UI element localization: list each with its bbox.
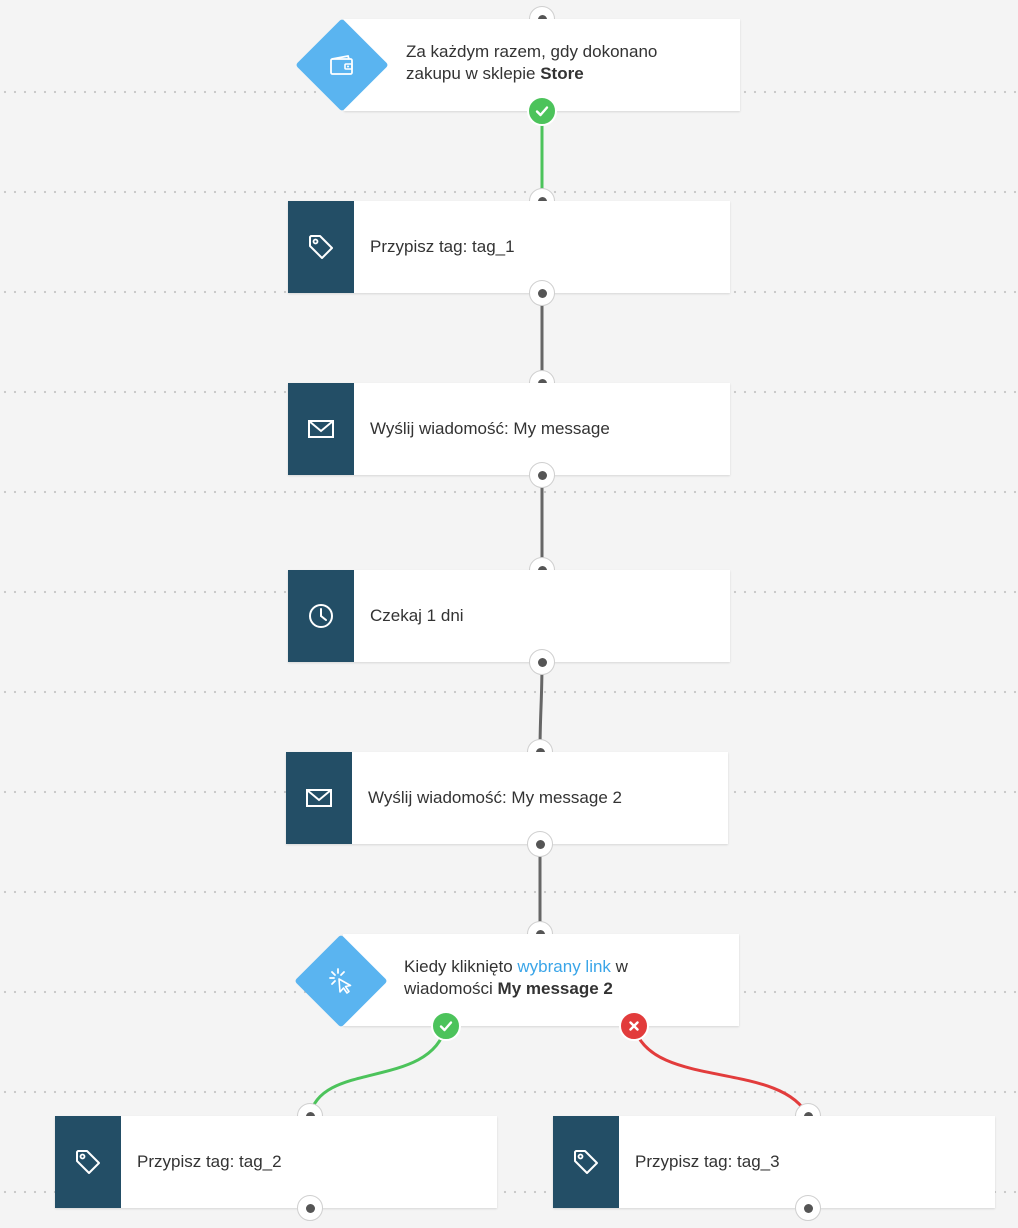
trigger-label: Za każdym razem, gdy dokonano zakupu w s… xyxy=(406,41,657,85)
step3-output-port[interactable] xyxy=(529,649,555,675)
step-icon-box xyxy=(288,570,354,662)
connector-no-branch xyxy=(632,1025,810,1117)
step-label: Wyślij wiadomość: My message 2 xyxy=(368,788,622,807)
step-node-assign-tag-1[interactable]: Przypisz tag: tag_1 xyxy=(288,201,730,293)
step-label: Przypisz tag: tag_3 xyxy=(635,1152,780,1171)
step-label: Wyślij wiadomość: My message xyxy=(370,419,610,438)
tag-icon xyxy=(309,235,333,259)
condition-line-1: Kiedy kliknięto xyxy=(404,957,518,976)
cursor-click-icon xyxy=(317,957,365,1005)
tag-icon xyxy=(574,1150,598,1174)
step-node-wait[interactable]: Czekaj 1 dni xyxy=(288,570,730,662)
condition-yes-badge xyxy=(431,1011,461,1041)
step-icon-box xyxy=(553,1116,619,1208)
condition-line-1-suffix: w xyxy=(610,957,628,976)
tag-icon xyxy=(76,1150,100,1174)
step-icon-box xyxy=(286,752,352,844)
envelope-icon xyxy=(308,420,334,438)
trigger-line-2: zakupu w sklepie xyxy=(406,64,541,83)
trigger-line-1: Za każdym razem, gdy dokonano xyxy=(406,42,658,61)
step-label: Czekaj 1 dni xyxy=(370,606,464,625)
condition-line-2: wiadomości xyxy=(404,979,498,998)
step-label: Przypisz tag: tag_1 xyxy=(370,237,515,256)
condition-message-name: My message 2 xyxy=(497,979,613,998)
step-label: Przypisz tag: tag_2 xyxy=(137,1152,282,1171)
step-icon-box xyxy=(55,1116,121,1208)
step-icon-box xyxy=(288,201,354,293)
step4-output-port[interactable] xyxy=(527,831,553,857)
step-icon-box xyxy=(288,383,354,475)
no-branch-output-port[interactable] xyxy=(795,1195,821,1221)
clock-icon xyxy=(309,604,333,628)
step-node-send-message[interactable]: Wyślij wiadomość: My message xyxy=(288,383,730,475)
condition-label: Kiedy kliknięto wybrany link w wiadomośc… xyxy=(404,956,628,1000)
wallet-icon xyxy=(318,41,366,89)
step-node-assign-tag-2[interactable]: Przypisz tag: tag_2 xyxy=(55,1116,497,1208)
envelope-icon xyxy=(306,789,332,807)
condition-no-badge xyxy=(619,1011,649,1041)
step1-output-port[interactable] xyxy=(529,280,555,306)
step-node-send-message-2[interactable]: Wyślij wiadomość: My message 2 xyxy=(286,752,728,844)
trigger-node[interactable]: Za każdym razem, gdy dokonano zakupu w s… xyxy=(344,19,740,111)
trigger-store-name: Store xyxy=(540,64,584,83)
trigger-success-badge xyxy=(527,96,557,126)
step-node-assign-tag-3[interactable]: Przypisz tag: tag_3 xyxy=(553,1116,995,1208)
condition-node[interactable]: Kiedy kliknięto wybrany link w wiadomośc… xyxy=(343,934,739,1026)
condition-link[interactable]: wybrany link xyxy=(517,957,611,976)
connector-yes-branch xyxy=(308,1025,448,1117)
yes-branch-output-port[interactable] xyxy=(297,1195,323,1221)
step2-output-port[interactable] xyxy=(529,462,555,488)
